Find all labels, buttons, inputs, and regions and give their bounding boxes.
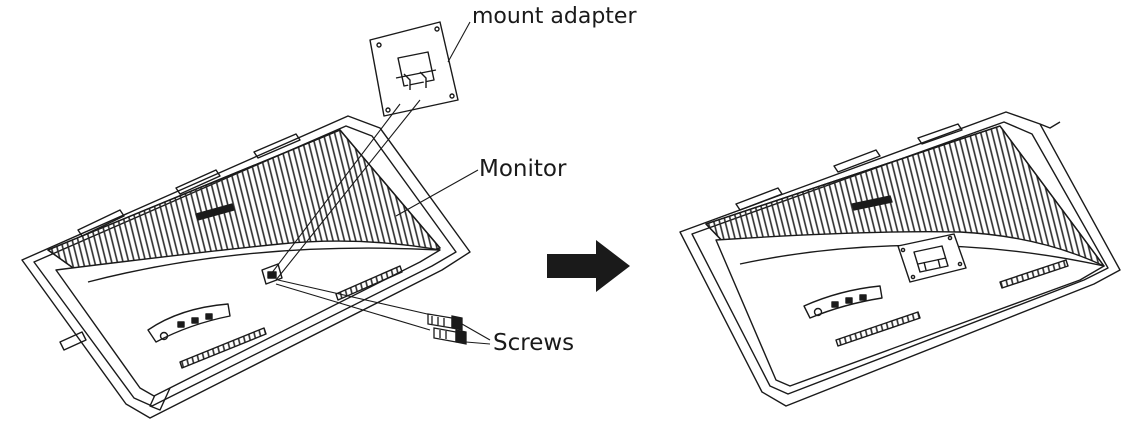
screws-label: Screws xyxy=(493,330,575,356)
mount-adapter-plate xyxy=(369,21,459,117)
mount-adapter-label: mount adapter xyxy=(472,4,637,29)
monitor-before xyxy=(21,115,471,419)
monitor-label: Monitor xyxy=(479,156,567,182)
monitor-after xyxy=(679,111,1121,407)
right-arrow-icon xyxy=(547,240,630,292)
screws-icon xyxy=(427,313,467,345)
screws-leader xyxy=(461,323,491,345)
leader-lines xyxy=(267,21,479,331)
